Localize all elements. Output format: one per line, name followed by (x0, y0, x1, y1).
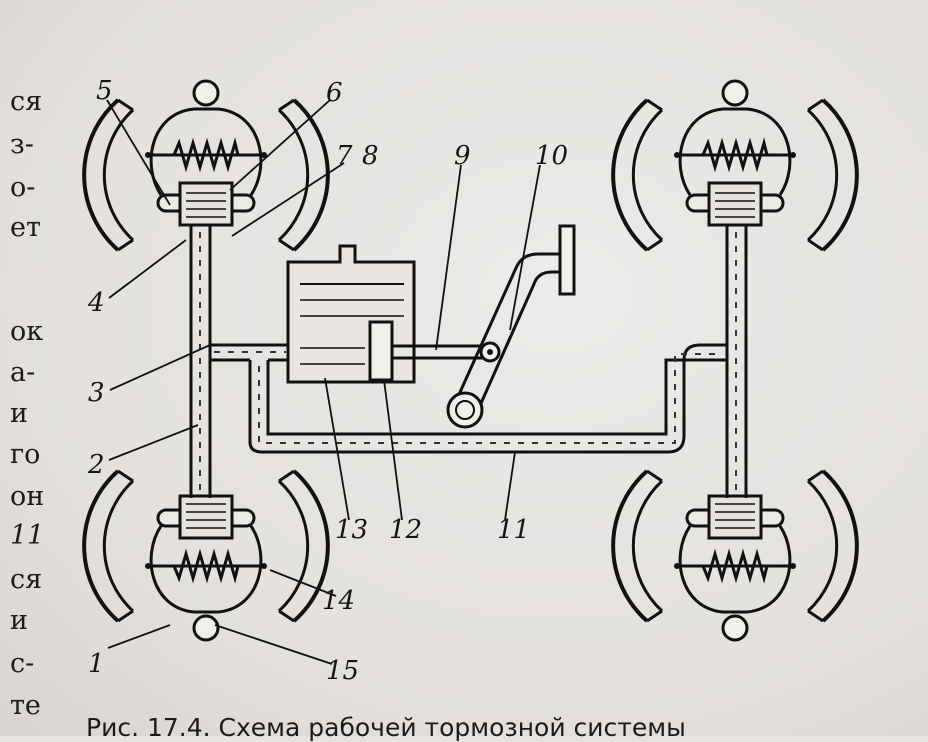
callout-14: 14 (322, 586, 356, 616)
callout-13: 13 (335, 515, 369, 545)
callout-5: 5 (96, 76, 113, 106)
margin-fragment: ся (10, 564, 43, 595)
callout-2: 2 (88, 450, 105, 480)
callout-3: 3 (88, 378, 105, 408)
margin-fragment: го (10, 439, 41, 470)
callout-15: 15 (326, 656, 360, 686)
callout-4: 4 (88, 288, 105, 318)
pipe-to-left-line (210, 343, 288, 362)
callout-8: 8 (362, 141, 379, 171)
right-brake-line (725, 225, 748, 498)
previous-column-text: ся з- о- ет ок а- и го он 11 ся и с- те (0, 0, 60, 736)
leader-lines (106, 99, 541, 665)
margin-fragment: а- (10, 357, 36, 388)
margin-fragment: о- (10, 172, 36, 203)
margin-fragment: ся (10, 86, 43, 117)
left-brake-line (189, 225, 212, 498)
margin-fragment: и (10, 605, 28, 636)
figure-caption: Рис. 17.4. Схема рабочей тормозной систе… (86, 713, 686, 742)
callout-6: 6 (326, 78, 343, 108)
callout-10: 10 (535, 141, 569, 171)
front-left-brake (82, 79, 330, 252)
callout-7: 7 (336, 141, 353, 171)
margin-fragment: те (10, 690, 41, 721)
margin-fragment: ок (10, 316, 44, 347)
margin-fragment: он (10, 481, 45, 512)
rear-right-brake (613, 471, 857, 640)
margin-fragment: 11 (10, 520, 45, 551)
margin-fragment: с- (10, 648, 35, 679)
margin-fragment: и (10, 398, 28, 429)
rear-left-brake (84, 471, 328, 640)
master-cylinder (286, 244, 416, 384)
callout-12: 12 (389, 515, 423, 545)
brake-pedal (392, 224, 576, 429)
margin-fragment: ет (10, 212, 41, 243)
callout-9: 9 (454, 141, 471, 171)
margin-fragment: з- (10, 129, 34, 160)
callout-1: 1 (88, 649, 105, 679)
pipe-to-right-line (248, 343, 727, 454)
callout-11: 11 (497, 515, 531, 545)
front-right-brake (611, 79, 859, 252)
